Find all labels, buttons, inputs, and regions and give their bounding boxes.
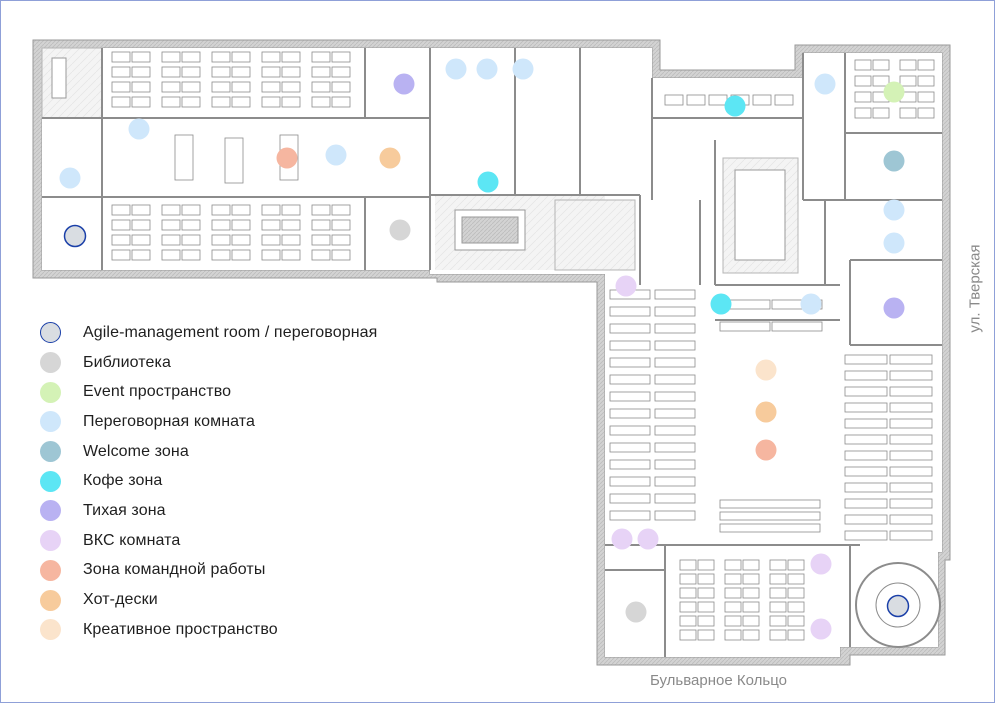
legend-swatch-team: [40, 559, 61, 581]
legend-swatch-quiet: [40, 500, 61, 522]
legend-swatch-coffee: [40, 470, 61, 492]
legend-item-hotdesk: Хот-дески: [40, 585, 377, 615]
zone-marker-meeting: [128, 118, 150, 140]
street-label-east: ул. Тверская: [966, 244, 984, 333]
legend-swatch-welcome: [40, 441, 61, 463]
legend-item-welcome: Welcome зона: [40, 437, 377, 467]
zone-marker-vks: [611, 528, 633, 550]
zone-marker-agile: [63, 224, 87, 248]
zone-marker-quiet: [883, 297, 905, 319]
legend-swatch-hotdesk: [40, 589, 61, 611]
legend-swatch-vks: [40, 530, 61, 552]
legend-item-quiet: Тихая зона: [40, 496, 377, 526]
zone-marker-meeting: [883, 232, 905, 254]
zone-marker-library: [389, 219, 411, 241]
zone-marker-creative: [755, 359, 777, 381]
zone-marker-hotdesk: [379, 147, 401, 169]
zone-marker-welcome: [883, 150, 905, 172]
legend-label-quiet: Тихая зона: [83, 501, 166, 519]
street-label-south: Бульварное Кольцо: [650, 672, 787, 689]
desk-clusters: [111, 51, 935, 641]
legend-label-agile: Agile-management room / переговорная: [83, 323, 378, 341]
legend-swatch-library: [40, 352, 61, 374]
zone-marker-meeting: [445, 58, 467, 80]
zone-marker-coffee: [724, 95, 746, 117]
zone-marker-team: [276, 147, 298, 169]
legend-label-coffee: Кофе зона: [83, 472, 163, 490]
legend-label-creative: Креативное пространство: [83, 620, 278, 638]
legend-item-agile: Agile-management room / переговорная: [40, 318, 377, 348]
legend-swatch-creative: [40, 619, 61, 641]
zone-marker-event: [883, 81, 905, 103]
zone-marker-meeting: [512, 58, 534, 80]
zone-marker-coffee: [477, 171, 499, 193]
floor-area: [41, 47, 942, 657]
legend-label-team: Зона командной работы: [83, 561, 266, 579]
zone-marker-team: [755, 439, 777, 461]
interior-walls: [42, 48, 942, 657]
zone-marker-vks: [810, 553, 832, 575]
legend-item-library: Библиотека: [40, 348, 377, 378]
legend-label-hotdesk: Хот-дески: [83, 591, 158, 609]
legend-item-event: Event пространство: [40, 377, 377, 407]
zone-marker-meeting: [814, 73, 836, 95]
legend-item-creative: Креативное пространство: [40, 615, 377, 645]
zone-marker-meeting: [476, 58, 498, 80]
legend-item-team: Зона командной работы: [40, 556, 377, 586]
zone-marker-quiet: [393, 73, 415, 95]
legend-label-event: Event пространство: [83, 383, 232, 401]
zone-markers: [59, 58, 910, 640]
legend-item-meeting: Переговорная комната: [40, 407, 377, 437]
legend-swatch-agile: [40, 322, 61, 344]
legend-label-welcome: Welcome зона: [83, 442, 189, 460]
zone-marker-library: [625, 601, 647, 623]
zone-marker-vks: [810, 618, 832, 640]
zone-marker-coffee: [710, 293, 732, 315]
zone-marker-vks: [637, 528, 659, 550]
legend-label-vks: ВКС комната: [83, 531, 181, 549]
zone-marker-meeting: [325, 144, 347, 166]
zone-marker-vks: [615, 275, 637, 297]
legend-label-meeting: Переговорная комната: [83, 412, 256, 430]
zone-marker-hotdesk: [755, 401, 777, 423]
zone-marker-meeting: [800, 293, 822, 315]
legend-swatch-event: [40, 381, 61, 403]
legend-item-coffee: Кофе зона: [40, 466, 377, 496]
zone-marker-meeting: [883, 199, 905, 221]
legend-label-library: Библиотека: [83, 353, 171, 371]
legend-swatch-meeting: [40, 411, 61, 433]
legend-item-vks: ВКС комната: [40, 526, 377, 556]
zone-marker-agile: [886, 594, 910, 618]
zone-marker-meeting: [59, 167, 81, 189]
